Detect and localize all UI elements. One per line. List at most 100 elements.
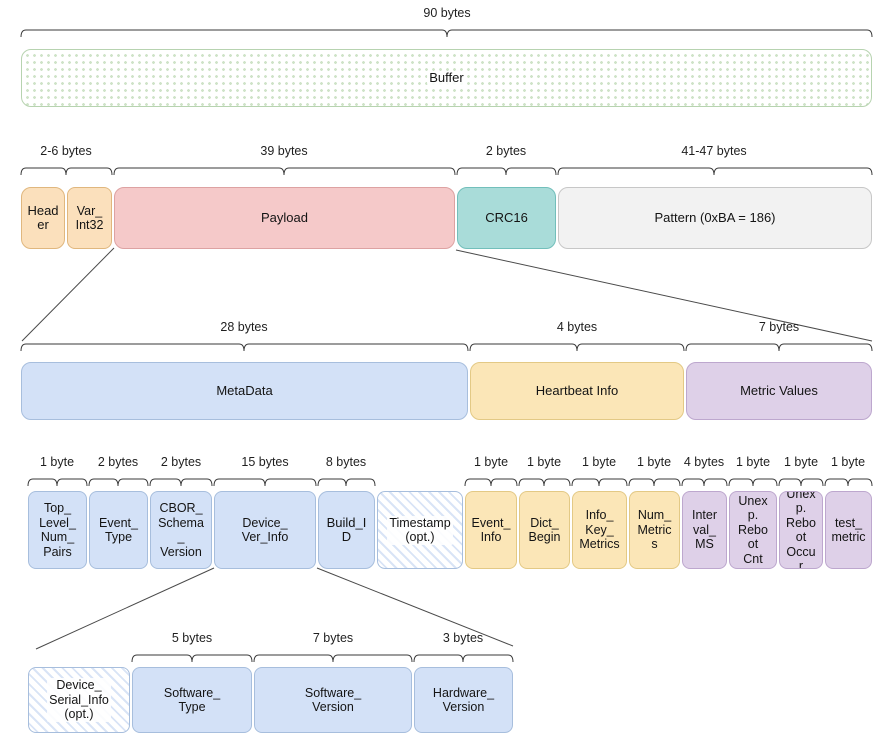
field-box-label: Event_Type	[99, 515, 138, 545]
field-box-label: Buffer	[427, 69, 466, 86]
size-bracket-39-bytes-row2-1	[114, 168, 455, 175]
field-box-label: Hardware_Version	[432, 685, 495, 715]
field-box-test-metric[interactable]: test_metric	[825, 491, 872, 569]
field-box-event-type[interactable]: Event_Type	[89, 491, 148, 569]
size-bracket-8-bytes-row4-4	[318, 479, 375, 486]
size-bracket-1-byte-row4-10	[729, 479, 777, 486]
field-box-label: Event_Info	[471, 515, 511, 545]
field-box-cbor-schema-version[interactable]: CBOR_Schema_Version	[150, 491, 212, 569]
size-bracket-7-bytes-row3-2	[686, 344, 872, 351]
field-box-metric-values[interactable]: Metric Values	[686, 362, 872, 420]
field-box-timestamp-opt[interactable]: Timestamp(opt.)	[377, 491, 463, 569]
byte-size-label: 8 bytes	[325, 455, 367, 469]
field-box-label: CBOR_Schema_Version	[158, 501, 204, 559]
size-bracket-2-bytes-row4-2	[150, 479, 212, 486]
connector-payload-right-to-metricvalues	[456, 250, 872, 341]
field-box-dict-begin[interactable]: Dict_Begin	[519, 491, 570, 569]
field-box-top-level-num-pairs[interactable]: Top_Level_Num_Pairs	[28, 491, 87, 569]
field-box-label: CRC16	[485, 209, 528, 225]
byte-size-label: 1 byte	[783, 455, 819, 469]
size-bracket-15-bytes-row4-3	[214, 479, 316, 486]
field-box-label: Pattern (0xBA = 186)	[654, 209, 776, 225]
size-bracket-1-byte-row4-12	[825, 479, 872, 486]
byte-size-label: 39 bytes	[260, 144, 308, 158]
byte-size-label: 15 bytes	[241, 455, 289, 469]
size-bracket-5-bytes-row5-0	[132, 655, 252, 662]
field-box-label: Header	[27, 202, 59, 232]
byte-size-label: 1 byte	[581, 455, 617, 469]
byte-size-label: 2-6 bytes	[40, 144, 92, 158]
byte-size-label: 5 bytes	[171, 631, 213, 645]
size-bracket-1-byte-row4-6	[519, 479, 570, 486]
size-bracket-41-47-bytes-row2-3	[558, 168, 872, 175]
field-box-pattern-0xba-186[interactable]: Pattern (0xBA = 186)	[558, 187, 872, 249]
field-box-label: Metric Values	[740, 382, 818, 398]
field-box-software-version[interactable]: Software_Version	[254, 667, 412, 733]
size-bracket-4-bytes-row3-1	[470, 344, 684, 351]
byte-size-label: 2 bytes	[160, 455, 202, 469]
field-box-buffer[interactable]: Buffer	[21, 49, 872, 107]
field-box-payload[interactable]: Payload	[114, 187, 455, 249]
field-box-header[interactable]: Header	[21, 187, 65, 249]
byte-size-label: 7 bytes	[758, 320, 800, 334]
field-box-label: Software_Version	[304, 685, 362, 715]
field-box-crc16[interactable]: CRC16	[457, 187, 556, 249]
byte-size-label: 1 byte	[636, 455, 672, 469]
field-box-label: Dict_Begin	[528, 515, 561, 545]
byte-size-label: 1 byte	[473, 455, 509, 469]
byte-size-label: 4 bytes	[683, 455, 725, 469]
size-bracket-1-byte-row4-11	[779, 479, 823, 486]
byte-size-label: 3 bytes	[442, 631, 484, 645]
field-box-heartbeat-info[interactable]: Heartbeat Info	[470, 362, 684, 420]
size-bracket-2-bytes-row4-1	[89, 479, 148, 486]
field-box-label: Top_Level_Num_Pairs	[39, 501, 76, 559]
size-bracket-1-byte-row4-5	[465, 479, 517, 486]
size-bracket-1-byte-row4-8	[629, 479, 680, 486]
field-box-label: Var_Int32	[75, 203, 104, 233]
field-box-label: MetaData	[216, 382, 273, 398]
byte-size-label: 1 byte	[735, 455, 771, 469]
field-box-label: Payload	[261, 209, 308, 225]
field-box-label: Heartbeat Info	[535, 382, 619, 398]
field-box-label: test_metric	[831, 515, 866, 545]
field-box-software-type[interactable]: Software_Type	[132, 667, 252, 733]
size-bracket-1-byte-row4-7	[572, 479, 627, 486]
field-box-device-serial-info-opt[interactable]: Device_Serial_Info(opt.)	[28, 667, 130, 733]
field-box-device-ver-info[interactable]: Device_Ver_Info	[214, 491, 316, 569]
byte-size-label: 1 byte	[39, 455, 75, 469]
byte-size-label: 2 bytes	[97, 455, 139, 469]
size-bracket-4-bytes-row4-9	[682, 479, 727, 486]
byte-size-label: 1 byte	[830, 455, 866, 469]
size-bracket-3-bytes-row5-2	[414, 655, 513, 662]
byte-size-label: 90 bytes	[423, 6, 471, 20]
byte-size-label: 7 bytes	[312, 631, 354, 645]
field-box-hardware-version[interactable]: Hardware_Version	[414, 667, 513, 733]
field-box-label: Num_Metrics	[637, 508, 672, 552]
size-bracket-90-bytes-row1-0	[21, 30, 872, 37]
field-box-var-int32[interactable]: Var_Int32	[67, 187, 112, 249]
size-bracket-2-6-bytes-row2-0	[21, 168, 112, 175]
size-bracket-2-bytes-row2-2	[457, 168, 556, 175]
byte-size-label: 28 bytes	[220, 320, 268, 334]
field-box-metadata[interactable]: MetaData	[21, 362, 468, 420]
field-box-label: Timestamp(opt.)	[387, 515, 453, 545]
field-box-label: Build_ID	[326, 514, 367, 544]
byte-size-label: 41-47 bytes	[681, 144, 747, 158]
byte-size-label: 4 bytes	[556, 320, 598, 334]
size-bracket-7-bytes-row5-1	[254, 655, 412, 662]
field-box-event-info[interactable]: Event_Info	[465, 491, 517, 569]
field-box-label: Device_Ver_Info	[241, 515, 289, 545]
size-bracket-1-byte-row4-0	[28, 479, 87, 486]
byte-size-label: 1 byte	[526, 455, 562, 469]
field-box-info-key-metrics[interactable]: Info_Key_Metrics	[572, 491, 627, 569]
field-box-build-id[interactable]: Build_ID	[318, 491, 375, 569]
field-box-num-metrics[interactable]: Num_Metrics	[629, 491, 680, 569]
connectors-layer	[22, 248, 872, 649]
